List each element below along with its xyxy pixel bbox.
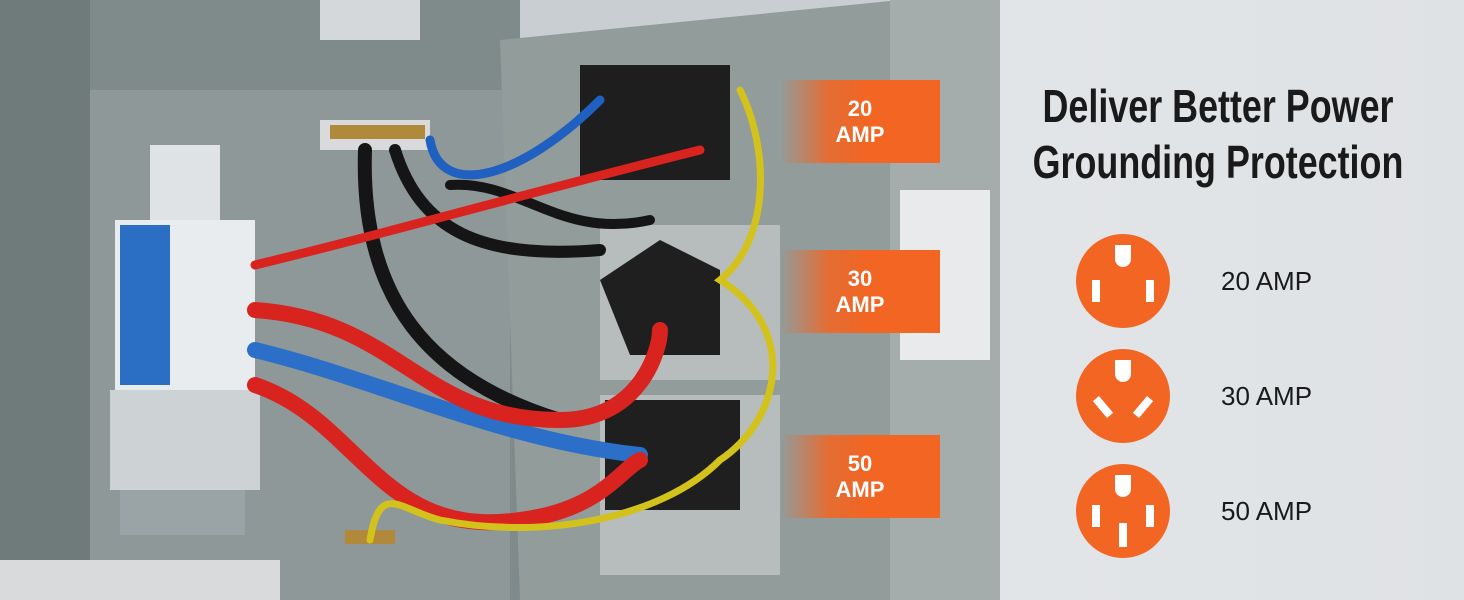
photo-label-20-amp: 20 AMP <box>780 80 940 163</box>
amp-value: 50 <box>847 450 873 476</box>
receptacle-30a <box>600 240 720 355</box>
legend-label: 50 AMP <box>1221 495 1313 526</box>
wire-blue <box>425 95 605 180</box>
circuit-breakers <box>110 145 260 535</box>
photo-label-50-amp: 50 AMP <box>780 435 940 518</box>
legend-label: 30 AMP <box>1221 380 1313 411</box>
amp-value: 30 <box>847 265 873 291</box>
photo-label-30-amp: 30 AMP <box>780 250 940 333</box>
amp-unit: AMP <box>835 291 885 317</box>
legend-row-50-amp: 50 AMP <box>1075 463 1312 559</box>
wire-red <box>250 145 705 270</box>
amp-value: 20 <box>847 95 873 121</box>
headline: Deliver Better Power Grounding Protectio… <box>1017 78 1419 190</box>
amp-unit: AMP <box>835 121 885 147</box>
nema-5-20-outlet-icon <box>1076 234 1170 328</box>
legend-row-20-amp: 20 AMP <box>1075 233 1312 329</box>
legend-row-30-amp: 30 AMP <box>1075 348 1312 444</box>
wire-black <box>357 143 567 427</box>
legend-label: 20 AMP <box>1221 265 1313 296</box>
headline-line-2: Grounding Protection <box>1032 136 1404 188</box>
headline-line-1: Deliver Better Power <box>1042 80 1394 132</box>
nema-14-50-outlet-icon <box>1076 464 1170 558</box>
amp-unit: AMP <box>835 476 885 502</box>
wire-ground <box>366 86 777 544</box>
nema-tt-30-outlet-icon <box>1076 349 1170 443</box>
